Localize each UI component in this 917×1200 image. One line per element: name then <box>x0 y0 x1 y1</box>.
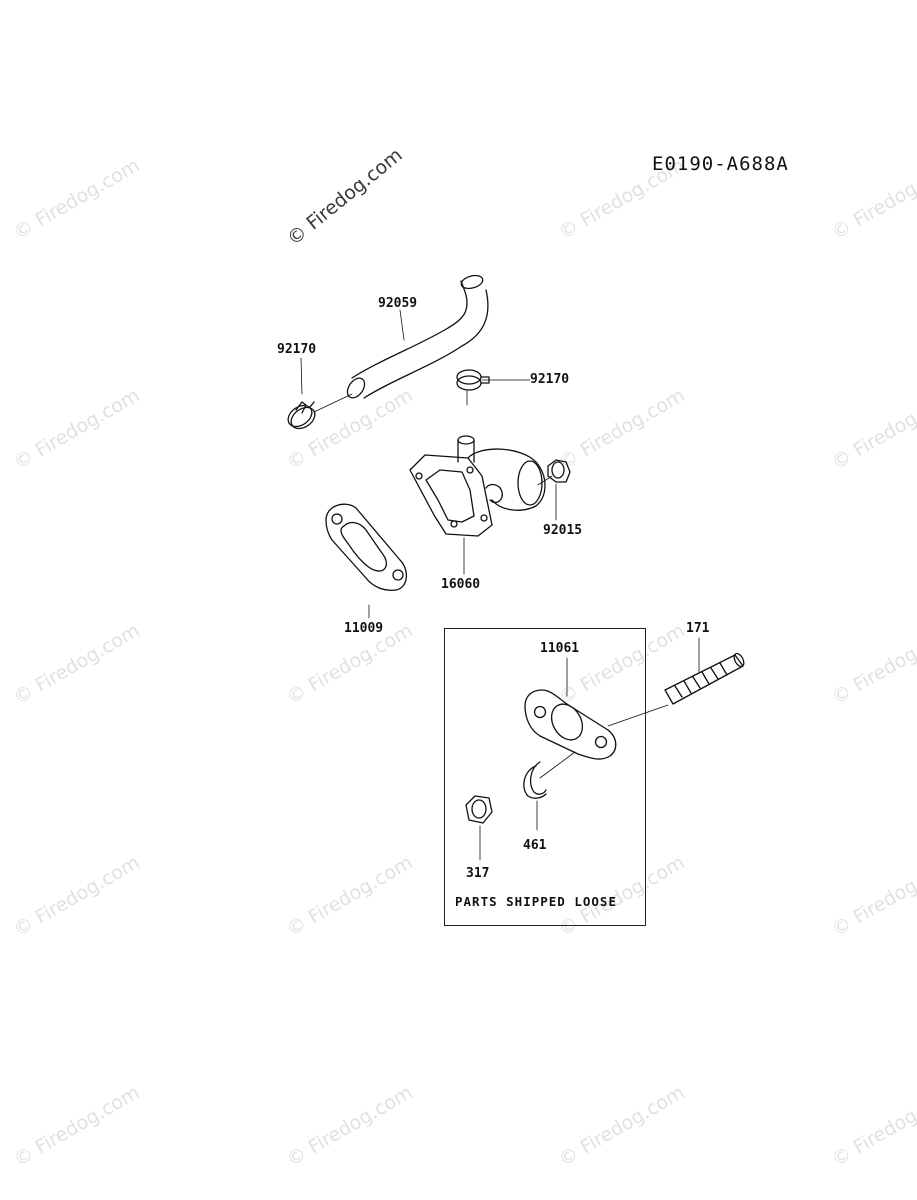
part-label-stud: 171 <box>686 621 710 636</box>
washer-part <box>523 761 547 831</box>
part-label-clamp-left: 92170 <box>277 342 317 357</box>
bolt-part <box>547 459 571 521</box>
parts-shipped-loose-box <box>444 628 646 926</box>
clamp-left-part <box>287 393 353 430</box>
part-label-gasket: 11009 <box>344 621 384 636</box>
part-label-bolt: 92015 <box>543 523 583 538</box>
parts-shipped-loose-caption: PARTS SHIPPED LOOSE <box>455 894 617 909</box>
leader-line <box>399 309 405 341</box>
part-label-gasket-loose: 11061 <box>540 641 580 656</box>
leader-line <box>300 357 303 395</box>
gasket-part <box>325 503 407 619</box>
clamp-right-part <box>456 369 490 406</box>
part-label-washer: 461 <box>523 838 547 853</box>
part-label-nut: 317 <box>466 866 490 881</box>
diagram-code: E0190-A688A <box>652 153 789 175</box>
gasket-loose-part <box>524 657 669 779</box>
joint-part <box>409 435 553 537</box>
stud-part <box>664 637 745 705</box>
part-label-joint: 16060 <box>441 577 481 592</box>
hose-part <box>346 274 489 399</box>
part-label-hose: 92059 <box>378 296 418 311</box>
part-label-clamp-right: 92170 <box>530 372 570 387</box>
nut-part <box>465 795 493 861</box>
